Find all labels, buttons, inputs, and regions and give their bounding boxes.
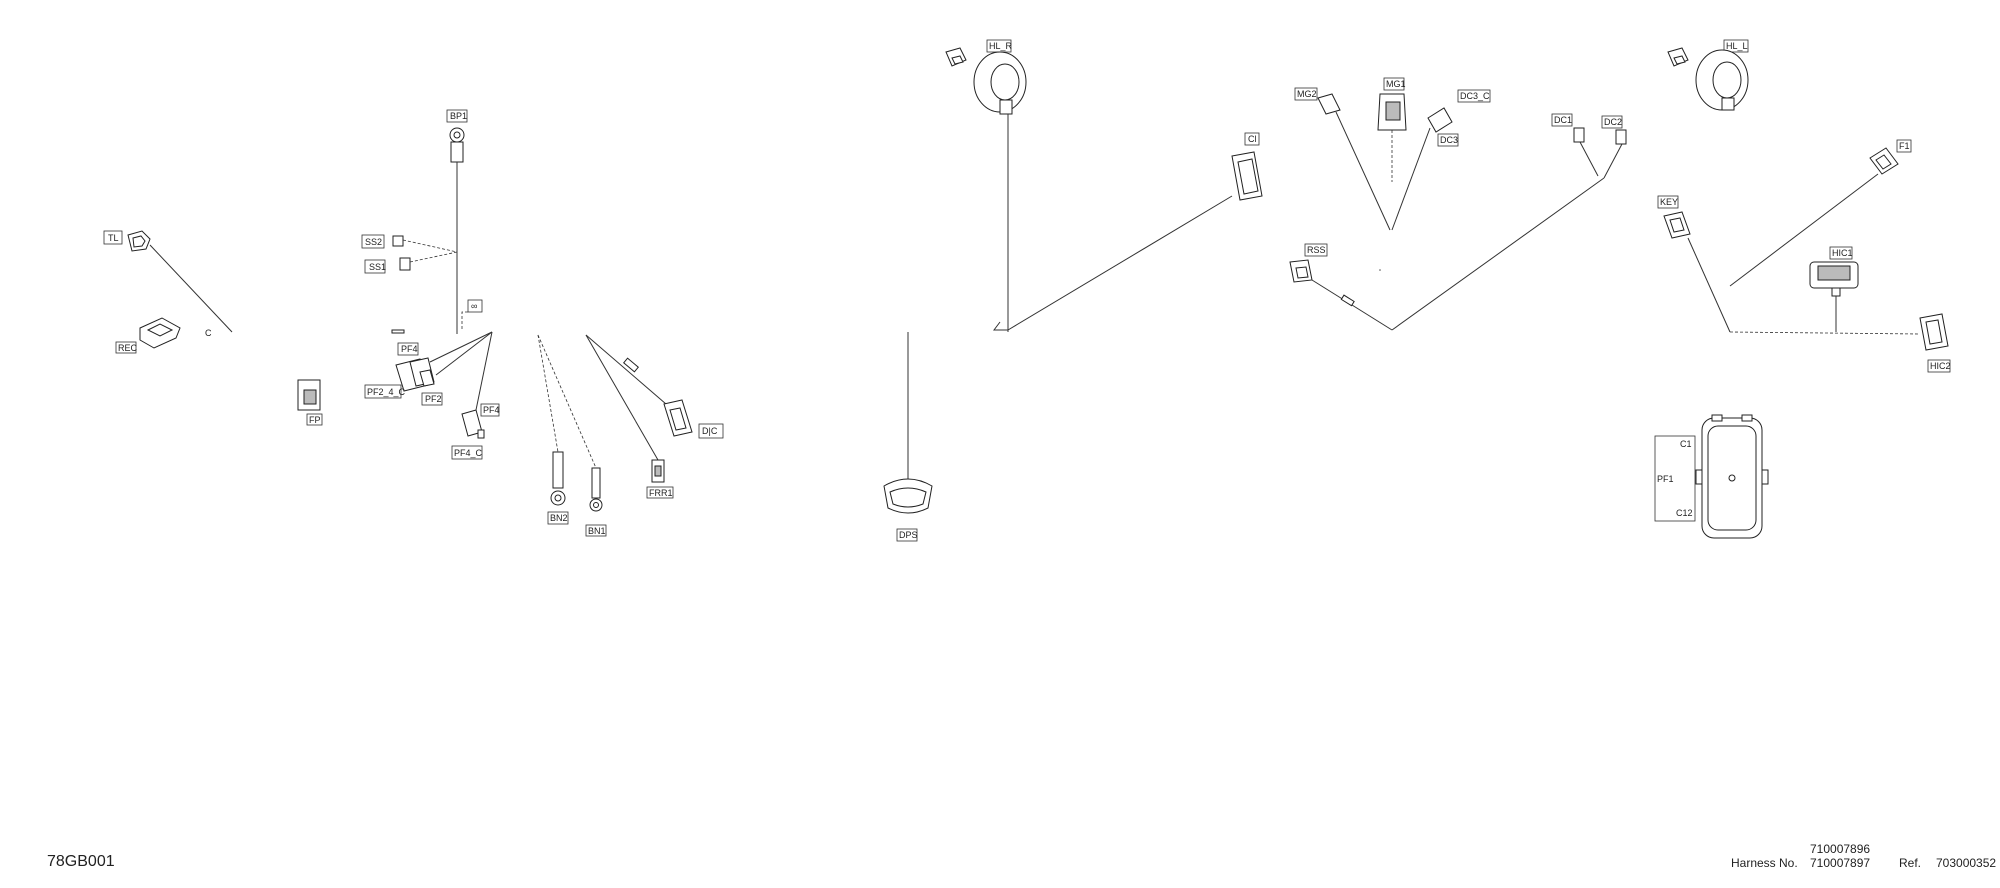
connector-key-label: KEY xyxy=(1660,197,1678,207)
connector-key: KEY xyxy=(1657,195,1731,333)
connector-hic1-label: HIC1 xyxy=(1832,248,1853,258)
terminal-bp1: BP1 xyxy=(446,109,468,334)
junction-mark: ∞ xyxy=(471,301,477,311)
connector-mg1: MG1 xyxy=(1377,77,1407,182)
connector-tl: TL xyxy=(103,230,233,333)
connector-ss1-label: SS1 xyxy=(369,262,386,272)
connector-mg2-label: MG2 xyxy=(1297,89,1317,99)
terminal-bp1-label: BP1 xyxy=(450,111,467,121)
connector-rss-label: RSS xyxy=(1307,245,1326,255)
connector-dc1-label: DC1 xyxy=(1554,115,1572,125)
connector-hic2-label: HIC2 xyxy=(1930,361,1951,371)
connector-ss1: SS1 xyxy=(364,251,458,274)
connector-pf2-4-c-label: PF2_4_C xyxy=(367,387,406,397)
harness-label: Harness No. xyxy=(1731,856,1798,870)
terminal-bn1-label: BN1 xyxy=(588,526,606,536)
connector-mg1-label: MG1 xyxy=(1386,79,1406,89)
connector-dc1: DC1 xyxy=(1551,113,1599,177)
connector-dc: D|C xyxy=(585,334,724,439)
connector-rec: REC C xyxy=(115,317,212,354)
connector-pf2-label: PF2 xyxy=(425,394,442,404)
fuse-box-c1-label: C1 xyxy=(1680,439,1692,449)
connector-ss2: SS2 xyxy=(361,234,458,253)
connector-dc3: DC3_C DC3 xyxy=(1391,89,1491,231)
connector-fp-label: FP xyxy=(309,415,321,425)
connector-ss2-label: SS2 xyxy=(365,237,382,247)
terminal-bn2-label: BN2 xyxy=(550,513,568,523)
terminal-bn2: BN2 xyxy=(537,334,569,525)
connector-frr1-label: FRR1 xyxy=(649,488,673,498)
horn-hl-l-label: HL_L xyxy=(1726,41,1748,51)
connector-f1: F1 xyxy=(1729,139,1912,287)
clip-mark: C xyxy=(205,328,212,338)
connector-tl-label: TL xyxy=(108,233,119,243)
connector-pf4b-label: PF4 xyxy=(483,405,500,415)
horn-hl-r-label: HL_R xyxy=(989,41,1013,51)
connector-dc2-label: DC2 xyxy=(1604,117,1622,127)
connector-pf-cluster: PF4 PF2_4_C PF2 xyxy=(364,331,493,406)
terminal-bn1: BN1 xyxy=(537,334,607,537)
horn-hl-l: HL_L xyxy=(1667,39,1749,111)
connector-dps-label: DPS xyxy=(899,530,918,540)
fuse-box-c12-label: C12 xyxy=(1676,508,1693,518)
connector-cl-label: Cl xyxy=(1248,134,1257,144)
harness-number-1: 710007896 xyxy=(1810,842,1871,856)
ref-number: 703000352 xyxy=(1936,856,1997,870)
connector-cl: Cl xyxy=(993,132,1263,331)
connector-pf4-label: PF4 xyxy=(401,344,418,354)
connector-fp: FP xyxy=(297,379,323,426)
drawing-id: 78GB001 xyxy=(47,853,115,870)
connector-rss: RSS xyxy=(1289,177,1605,331)
connector-pf4-c-label: PF4_C xyxy=(454,448,483,458)
wire-junction-left: ∞ xyxy=(391,299,483,334)
connector-dps: DPS xyxy=(883,332,933,542)
connector-dc-label: D|C xyxy=(702,426,718,436)
connector-pf4-lower: PF4 PF4_C xyxy=(451,331,500,460)
harness-number-2: 710007897 xyxy=(1810,856,1871,870)
horn-hl-r: HL_R xyxy=(945,39,1027,332)
fuse-box-pf1: C1 PF1 C12 xyxy=(1654,414,1769,539)
ref-label: Ref. xyxy=(1899,856,1922,870)
connector-hic2: HIC2 xyxy=(1729,313,1951,373)
connector-rec-label: REC xyxy=(118,343,138,353)
connector-f1-label: F1 xyxy=(1899,141,1910,151)
connector-dc2: DC2 xyxy=(1601,115,1627,179)
connector-frr1: FRR1 xyxy=(585,334,674,499)
fuse-box-pf1-label: PF1 xyxy=(1657,474,1674,484)
connector-dc3-c-label: DC3_C xyxy=(1460,91,1490,101)
connector-mg2: MG2 xyxy=(1294,87,1391,231)
connector-hic1: HIC1 xyxy=(1809,246,1859,332)
connector-dc3-label: DC3 xyxy=(1440,135,1458,145)
